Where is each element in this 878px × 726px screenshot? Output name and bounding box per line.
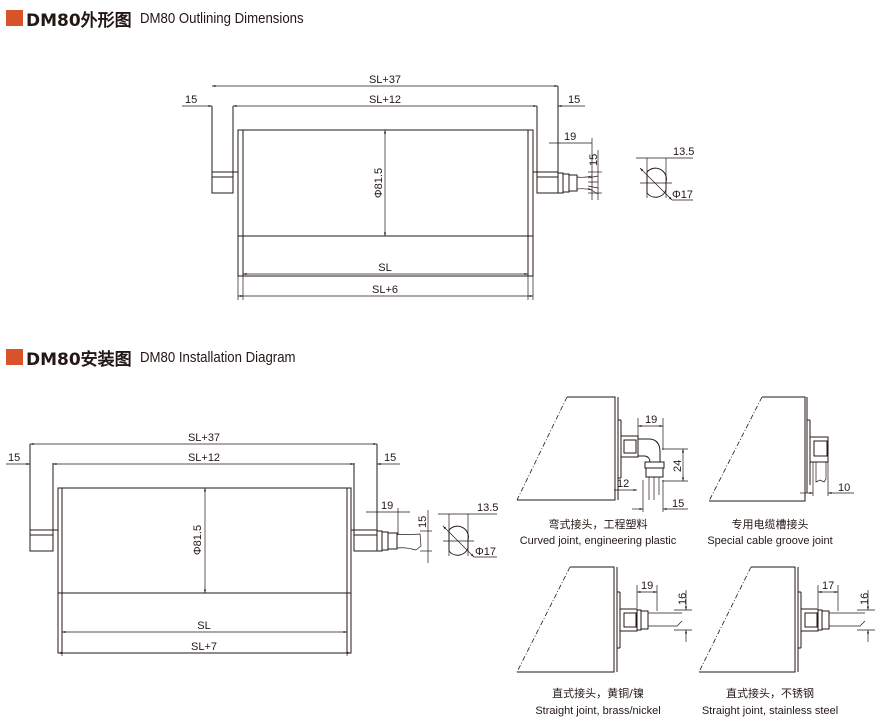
outline-drawing: SL+37 SL+12 15 15 19 15 Φ81.5 SL SL+6 13…: [182, 74, 694, 300]
joint-caption-cn: 直式接头，不锈钢: [726, 686, 814, 700]
dim-connector-len: 19: [564, 131, 576, 143]
joint-caption-en: Straight joint, brass/nickel: [535, 705, 660, 717]
section-title-en: DM80 Installation Diagram: [139, 348, 296, 366]
joint-dim: 19: [645, 414, 657, 426]
joint-caption-cn: 弯式接头，工程塑料: [549, 517, 648, 531]
joint-curved: 19 24 12 15 弯式接头，工程塑料 Curved joint, engi…: [516, 396, 688, 547]
dim-overall: SL+37: [369, 74, 401, 86]
section-marker: [6, 349, 23, 365]
dim-body-len: SL+6: [372, 284, 398, 296]
dim-shaft-dia: Φ17: [475, 546, 496, 558]
section-title-en: DM80 Outlining Dimensions: [139, 9, 304, 27]
dim-left-shaft: 15: [8, 452, 20, 464]
joint-dim: 17: [822, 580, 834, 592]
joint-straight-brass: 19 16 直式接头，黄铜/镍 Straight joint, brass/ni…: [516, 566, 692, 717]
dim-tube-len: SL: [197, 620, 210, 632]
cable-connector: [557, 172, 599, 195]
joint-straight-stainless: 17 16 直式接头，不锈钢 Straight joint, stainless…: [698, 566, 875, 717]
section-title-cn: DM80安装图: [26, 349, 132, 370]
joint-caption-en: Straight joint, stainless steel: [702, 705, 838, 717]
right-shaft: [351, 444, 378, 552]
right-shaft: [533, 86, 559, 194]
joint-caption-cn: 直式接头，黄铜/镍: [552, 686, 644, 700]
left-shaft: [211, 106, 238, 194]
dim-shaft-dia: Φ17: [672, 189, 693, 201]
dim-overall: SL+37: [188, 432, 220, 444]
dim-connector-h: 15: [417, 516, 429, 528]
shaft-end-view: [636, 157, 693, 201]
roller-body: [237, 129, 534, 277]
joint-dim: 16: [677, 593, 689, 605]
install-drawing: SL+37 SL+12 15 15 19 15 Φ81.5 SL SL+7 13…: [6, 432, 498, 656]
dim-flat-width: 13.5: [673, 146, 694, 158]
joint-dim: 15: [672, 498, 684, 510]
section-title-install: DM80安装图 DM80 Installation Diagram: [6, 346, 316, 370]
dim-tube-len: SL: [378, 262, 391, 274]
dim-diameter: Φ81.5: [373, 168, 385, 198]
section-title-cn: DM80外形图: [26, 10, 132, 31]
section-marker: [6, 10, 23, 26]
dimension-lines: [6, 442, 432, 656]
dim-connector-len: 19: [381, 500, 393, 512]
joint-dim: 19: [641, 580, 653, 592]
dim-shaft-span: SL+12: [369, 94, 401, 106]
joint-dim: 10: [838, 482, 850, 494]
dimension-lines: [182, 84, 602, 300]
joint-dim: 16: [859, 593, 871, 605]
joint-caption-en: Special cable groove joint: [707, 535, 832, 547]
joint-dim: 12: [617, 478, 629, 490]
cable-connector: [376, 530, 422, 552]
dim-right-shaft: 15: [384, 452, 396, 464]
joint-cable-groove: 10 专用电缆槽接头 Special cable groove joint: [707, 396, 854, 547]
left-shaft: [29, 444, 58, 552]
shaft-end-view: [438, 513, 497, 558]
dim-body-len: SL+7: [191, 641, 217, 653]
dim-flat-width: 13.5: [477, 502, 498, 514]
dim-shaft-span: SL+12: [188, 452, 220, 464]
dim-right-shaft: 15: [568, 94, 580, 106]
joint-caption-cn: 专用电缆槽接头: [732, 517, 809, 531]
dim-connector-h: 15: [588, 154, 600, 166]
joint-caption-en: Curved joint, engineering plastic: [520, 535, 677, 547]
dim-diameter: Φ81.5: [192, 525, 204, 555]
section-title-outline: DM80外形图 DM80 Outlining Dimensions: [6, 7, 326, 31]
dim-left-shaft: 15: [185, 94, 197, 106]
joint-dim: 24: [672, 460, 684, 472]
